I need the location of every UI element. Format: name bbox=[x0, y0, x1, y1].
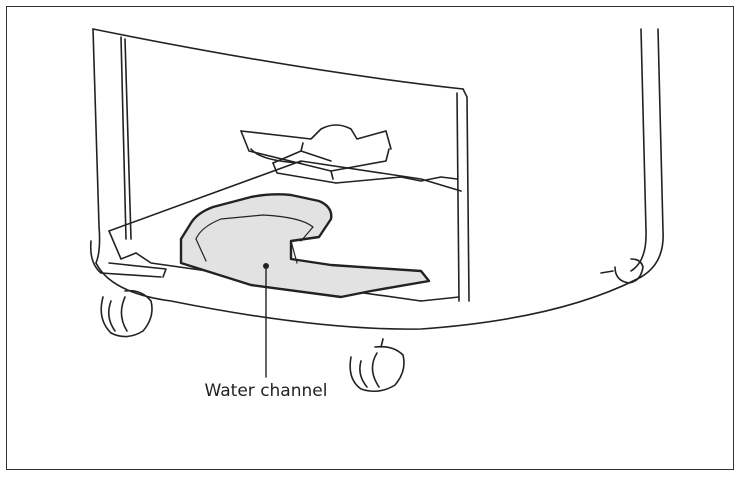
caster-wheel-left bbox=[100, 289, 153, 338]
inner-body-shell bbox=[92, 28, 470, 302]
figure-frame: Water channel bbox=[6, 6, 734, 470]
right-side-wall bbox=[630, 28, 664, 278]
caster-wheel-right bbox=[600, 258, 644, 284]
dehumidifier-base-illustration bbox=[89, 28, 664, 393]
left-side-wall bbox=[92, 28, 132, 264]
water-channel-label: Water channel bbox=[204, 381, 328, 401]
caster-wheel-front bbox=[349, 338, 405, 393]
water-channel bbox=[179, 193, 431, 299]
rear-fixture bbox=[240, 124, 458, 184]
callout-leader bbox=[263, 263, 269, 378]
base-housing bbox=[89, 240, 642, 330]
